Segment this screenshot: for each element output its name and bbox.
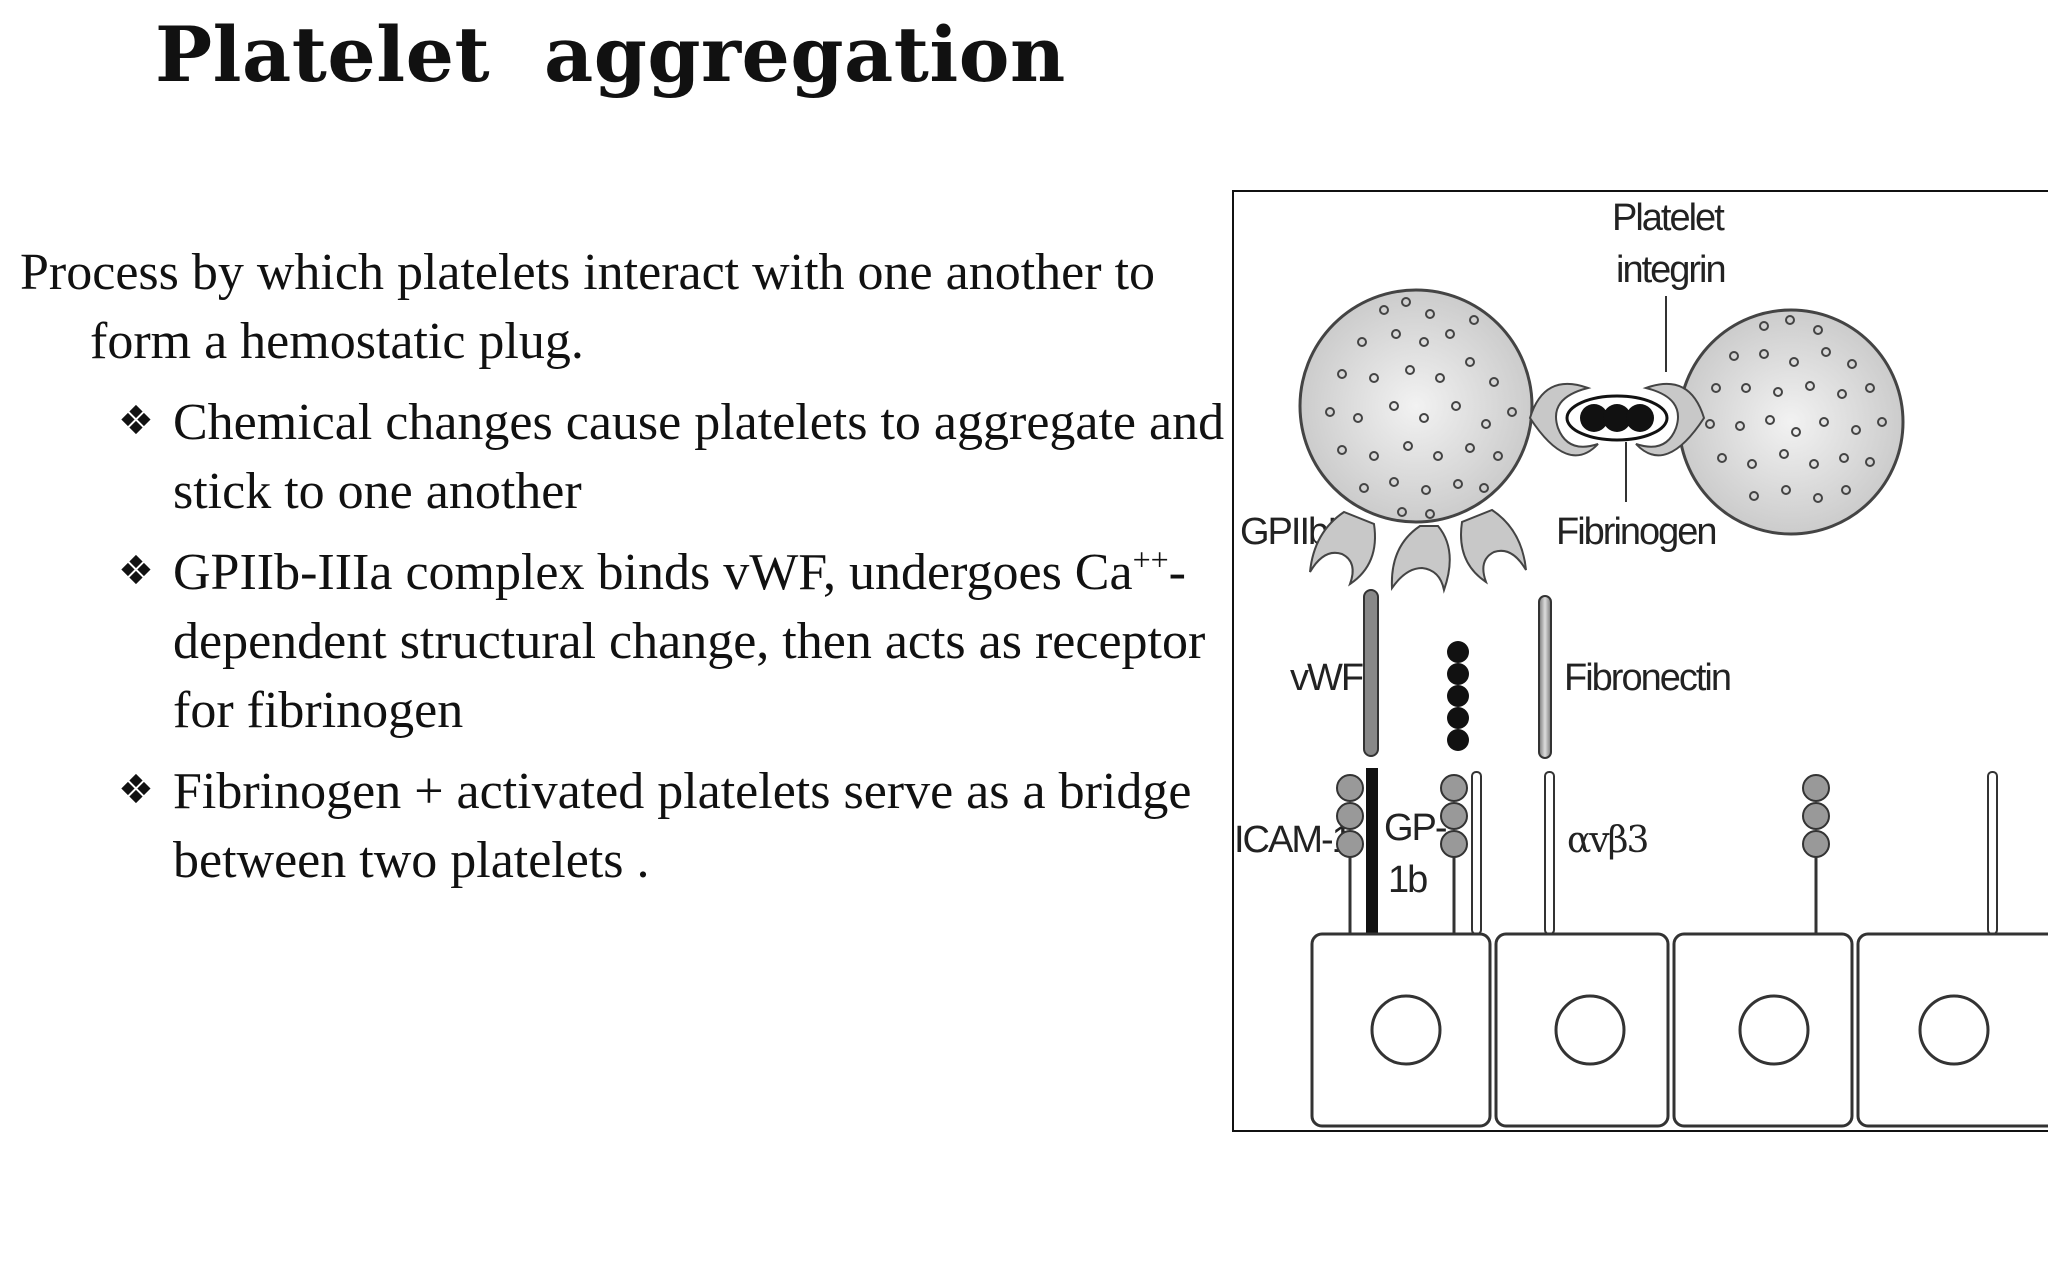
bullet-text: GPIIb-IIIa complex binds vWF, undergoes … [173, 544, 1205, 739]
superscript: ++ [1132, 541, 1169, 578]
bullet-list: ❖ Chemical changes cause platelets to ag… [20, 388, 1225, 895]
avb3-rod-3 [1987, 771, 1998, 935]
bullet-text: Chemical changes cause platelets to aggr… [173, 394, 1225, 520]
gp1b-rod [1366, 768, 1378, 934]
right-platelet [1677, 308, 1905, 536]
icam1-receptor-2 [1440, 774, 1468, 934]
icam1-receptor-3 [1802, 774, 1830, 934]
label-gp1b-line1: GP- [1384, 807, 1446, 849]
diagram-svg: Platelet integrin GPIIbIIIa Fibrinogen v… [1234, 197, 2048, 1128]
gpiibiiia-receptors [1309, 508, 1527, 594]
diamond-bullet-icon: ❖ [118, 548, 154, 594]
label-icam1: ICAM-1 [1234, 819, 1352, 861]
bullet-item: ❖ GPIIb-IIIa complex binds vWF, undergoe… [20, 538, 1225, 745]
label-integrin: integrin [1616, 249, 1725, 291]
bullet-text-part: GPIIb-IIIa complex binds vWF, undergoes … [173, 544, 1133, 601]
fibronectin-rod [1538, 595, 1552, 759]
label-platelet: Platelet [1612, 197, 1725, 239]
bullet-text-part: -dependent structural change, then acts … [173, 544, 1206, 739]
bullet-item: ❖ Fibrinogen + activated platelets serve… [20, 757, 1225, 895]
platelet-aggregation-diagram: Platelet integrin GPIIbIIIa Fibrinogen v… [1232, 190, 2048, 1132]
intro-paragraph: Process by which platelets interact with… [20, 244, 1156, 370]
slide-title: Platelet aggregation [155, 10, 1066, 99]
label-avb3: αvβ3 [1567, 820, 1647, 861]
fibrinogen-chain [1447, 641, 1469, 751]
label-gp1b-line2: 1b [1388, 859, 1427, 901]
bullet-text: Fibrinogen + activated platelets serve a… [173, 763, 1192, 889]
avb3-rod-1 [1471, 771, 1482, 935]
avb3-rod-2 [1544, 771, 1555, 935]
endothelial-cells [1310, 932, 2048, 1128]
integrin-bridge [1528, 382, 1706, 457]
body-text: Process by which platelets interact with… [20, 238, 1225, 907]
diamond-bullet-icon: ❖ [118, 767, 154, 813]
icam1-receptor [1336, 774, 1364, 934]
label-vwf: vWF [1290, 657, 1363, 699]
label-fibronectin: Fibronectin [1564, 657, 1730, 699]
bullet-item: ❖ Chemical changes cause platelets to ag… [20, 388, 1225, 526]
diamond-bullet-icon: ❖ [118, 398, 154, 444]
label-fibrinogen: Fibrinogen [1556, 511, 1716, 553]
vwf-rod [1363, 589, 1379, 757]
left-platelet [1298, 288, 1534, 524]
